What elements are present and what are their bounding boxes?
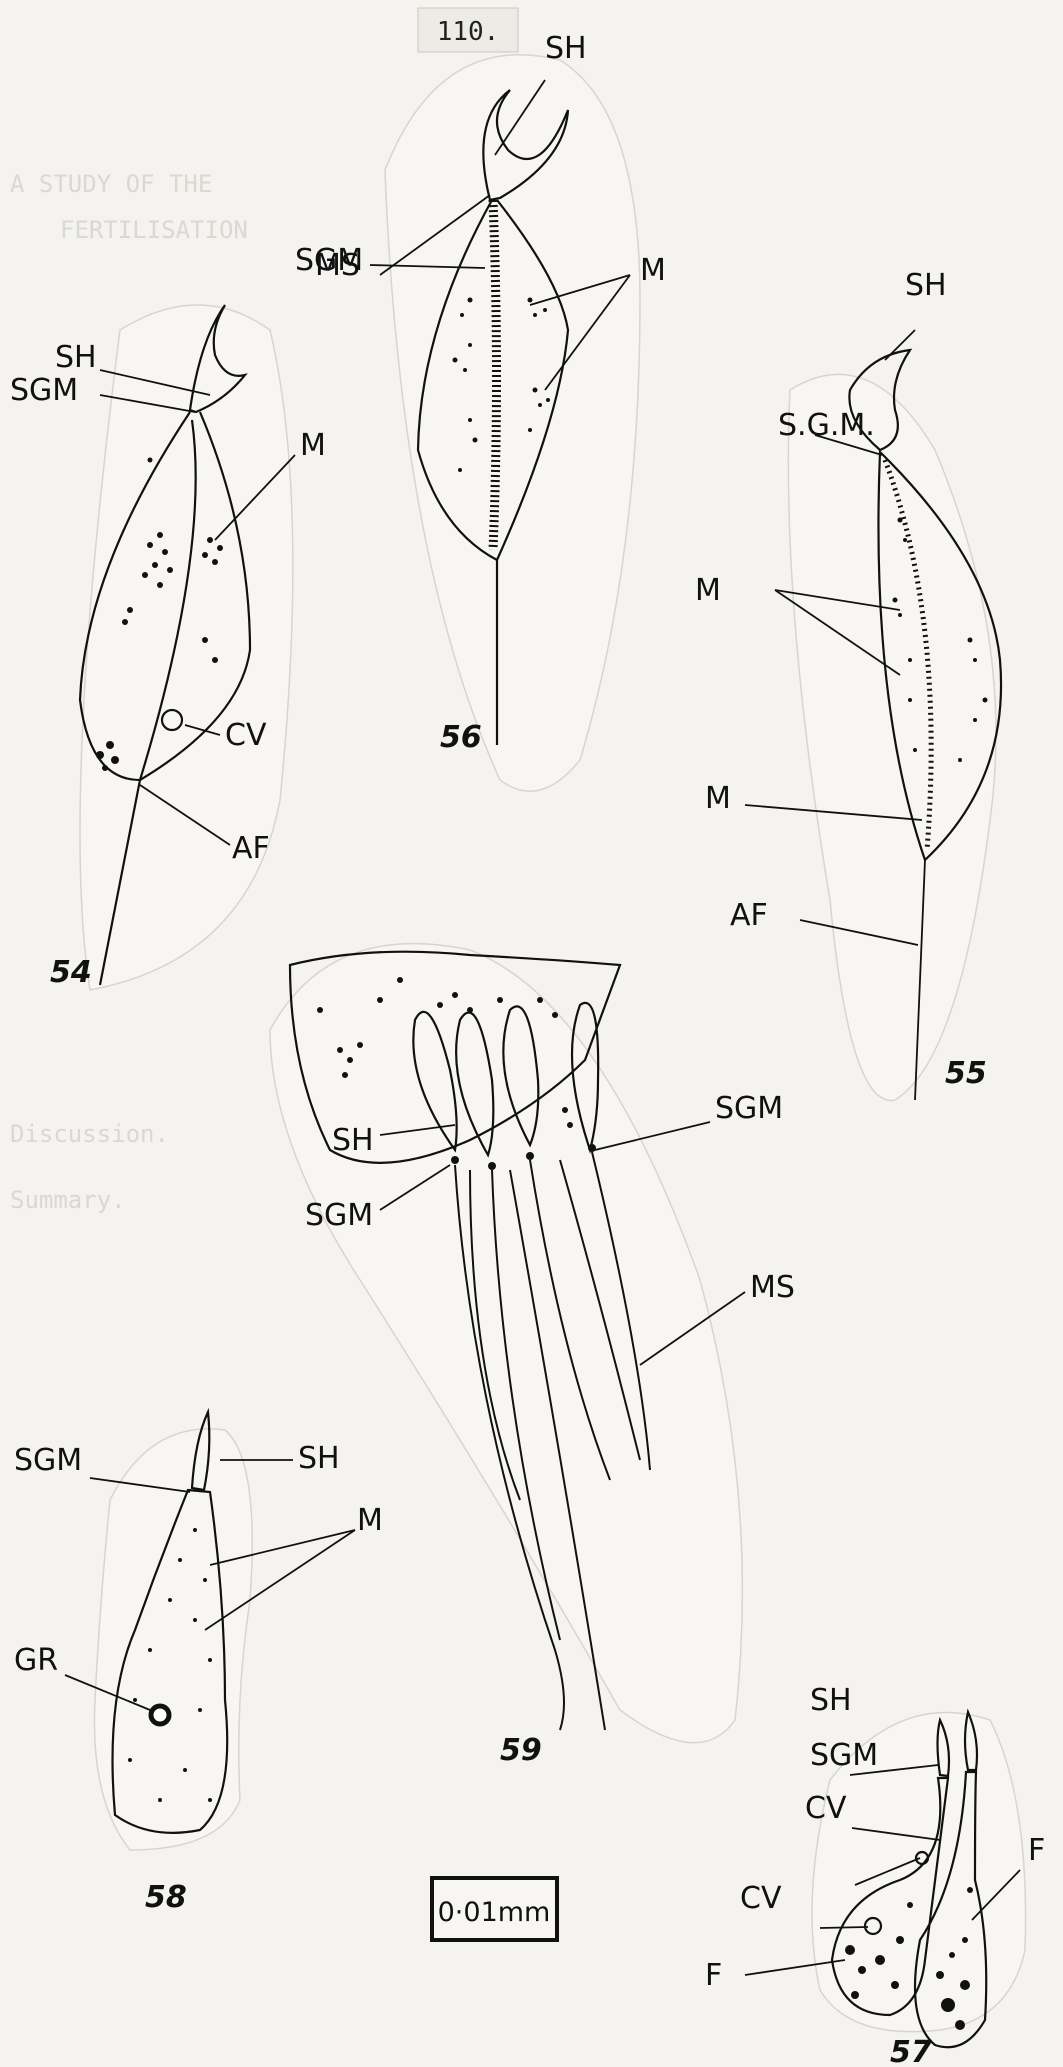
figure-58: SGM SH M GR 58 — [14, 1412, 383, 1915]
label-ms: MS — [315, 248, 360, 283]
label-f: F — [1028, 1833, 1045, 1868]
label-gr: GR — [14, 1643, 58, 1678]
label-m: M — [300, 428, 326, 463]
label-cv: CV — [225, 718, 267, 753]
figure-number: 59 — [500, 1733, 542, 1768]
page-number: 110. — [437, 17, 500, 47]
label-m: M — [695, 573, 721, 608]
label-sgm: SGM — [14, 1443, 82, 1478]
label-m: M — [640, 253, 666, 288]
leader-line — [885, 330, 915, 360]
ghost-line: FERTILISATION — [60, 216, 248, 244]
figure-54: SH SGM M CV AF 54 — [10, 305, 326, 990]
leader-line — [820, 1927, 868, 1928]
label-sh: SH — [298, 1441, 340, 1476]
figure-55: SH S.G.M. M M AF 55 — [695, 268, 1001, 1100]
figure-59: SGM SH SGM MS 59 — [270, 944, 795, 1768]
ghost-line: Discussion. — [10, 1120, 169, 1148]
label-sgm: S.G.M. — [778, 408, 875, 443]
figure-57: SH SGM CV CV F F 57 — [705, 1683, 1045, 2067]
label-f: F — [705, 1958, 722, 1993]
figure-number: 55 — [945, 1056, 987, 1091]
ghost-line: Summary. — [10, 1186, 126, 1214]
label-sgm: SGM — [715, 1091, 783, 1126]
figure-number: 57 — [890, 2035, 932, 2067]
label-sh: SH — [332, 1123, 374, 1158]
label-sgm: SGM — [10, 373, 78, 408]
label-cv: CV — [805, 1791, 847, 1826]
label-sh: SH — [810, 1683, 852, 1718]
scale-bar: 0·01mm — [432, 1878, 557, 1940]
label-af: AF — [232, 831, 270, 866]
label-m: M — [705, 781, 731, 816]
paper-cutout — [94, 1429, 252, 1850]
label-sh: SH — [55, 340, 97, 375]
label-ms: MS — [750, 1270, 795, 1305]
label-cv: CV — [740, 1881, 782, 1916]
paper-cutout — [385, 55, 640, 792]
label-sh: SH — [905, 268, 947, 303]
label-m: M — [357, 1503, 383, 1538]
granule-gr — [151, 1706, 169, 1724]
label-sh: SH — [545, 31, 587, 66]
figure-number: 58 — [145, 1880, 187, 1915]
label-sgm: SGM — [810, 1738, 878, 1773]
label-sgm: SGM — [305, 1198, 373, 1233]
figure-number: 54 — [50, 955, 92, 990]
paper-cutout — [80, 305, 293, 990]
figure-number: 56 — [440, 720, 482, 755]
figure-56: SH SGM MS M 56 — [295, 31, 666, 791]
ghost-line: A STUDY OF THE — [10, 170, 212, 198]
scale-bar-label: 0·01mm — [438, 1897, 551, 1928]
label-af: AF — [730, 898, 768, 933]
